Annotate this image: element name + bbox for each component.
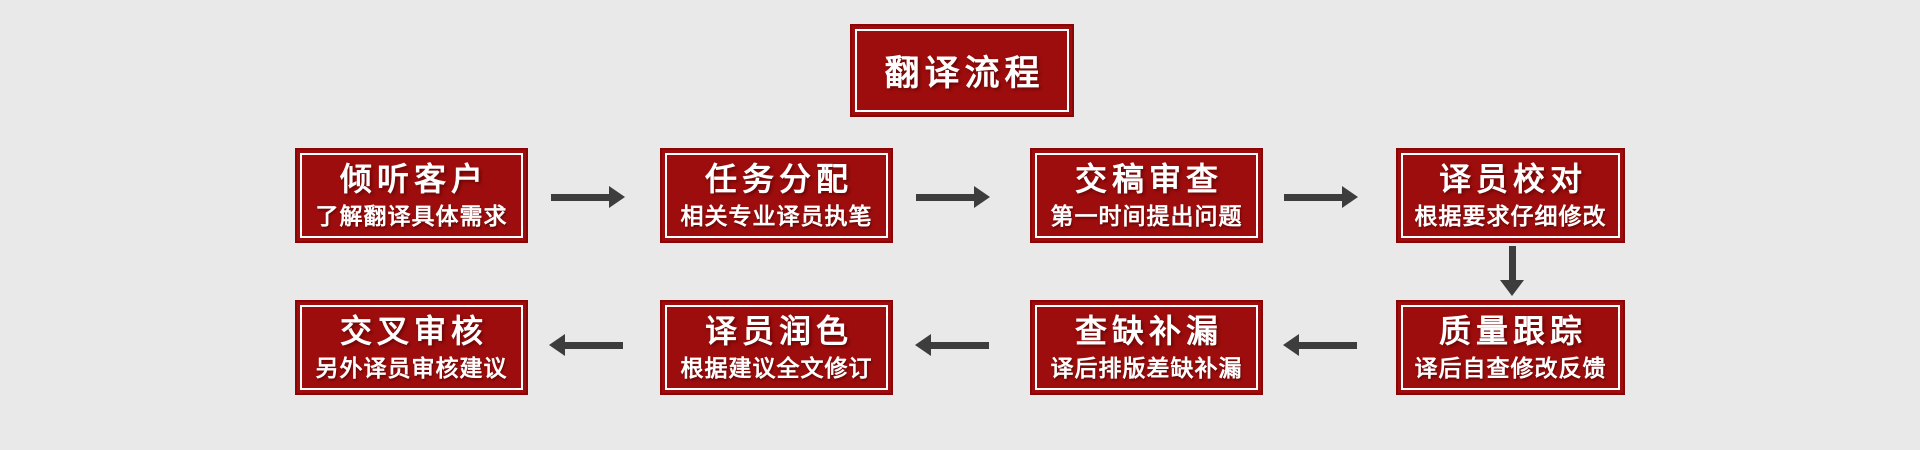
step-subtitle: 根据要求仔细修改 — [1414, 203, 1607, 230]
step-title: 交叉审核 — [339, 312, 488, 349]
step-subtitle: 第一时间提出问题 — [1050, 203, 1243, 230]
arrow-shaft — [1299, 341, 1357, 349]
arrow-left-icon — [915, 333, 989, 357]
arrow-shaft — [931, 341, 989, 349]
step-translator-polishing: 译员润色 根据建议全文修订 — [660, 300, 893, 395]
step-title: 查缺补漏 — [1074, 312, 1223, 349]
step-title: 倾听客户 — [339, 160, 488, 197]
arrow-shaft — [1508, 246, 1516, 280]
arrow-shaft — [565, 341, 623, 349]
arrow-left-icon — [549, 333, 623, 357]
arrow-left-icon — [1283, 333, 1357, 357]
arrow-head — [1500, 280, 1524, 296]
arrow-head — [609, 186, 625, 208]
step-draft-review: 交稿审查 第一时间提出问题 — [1030, 148, 1263, 243]
step-title: 译员校对 — [1438, 160, 1587, 197]
step-subtitle: 根据建议全文修订 — [680, 355, 873, 382]
step-subtitle: 相关专业译员执笔 — [680, 203, 873, 230]
arrow-shaft — [916, 193, 974, 201]
step-translator-proofreading: 译员校对 根据要求仔细修改 — [1396, 148, 1625, 243]
arrow-down-icon — [1498, 246, 1526, 296]
arrow-head — [1342, 186, 1358, 208]
step-listen-to-client: 倾听客户 了解翻译具体需求 — [295, 148, 528, 243]
step-title: 译员润色 — [704, 312, 853, 349]
arrow-right-icon — [551, 185, 625, 209]
arrow-right-icon — [916, 185, 990, 209]
step-gap-check: 查缺补漏 译后排版差缺补漏 — [1030, 300, 1263, 395]
arrow-head — [549, 334, 565, 356]
step-subtitle: 译后排版差缺补漏 — [1050, 355, 1243, 382]
step-title: 任务分配 — [704, 160, 853, 197]
step-subtitle: 了解翻译具体需求 — [315, 203, 508, 230]
step-quality-tracking: 质量跟踪 译后自查修改反馈 — [1396, 300, 1625, 395]
step-title: 交稿审查 — [1074, 160, 1223, 197]
step-title: 质量跟踪 — [1438, 312, 1587, 349]
step-subtitle: 译后自查修改反馈 — [1414, 355, 1607, 382]
arrow-head — [974, 186, 990, 208]
arrow-head — [1283, 334, 1299, 356]
arrow-head — [915, 334, 931, 356]
flowchart-title-box: 翻译流程 — [850, 24, 1074, 117]
step-task-assignment: 任务分配 相关专业译员执笔 — [660, 148, 893, 243]
arrow-shaft — [1284, 193, 1342, 201]
title-box-inner: 翻译流程 — [855, 29, 1069, 112]
page-title: 翻译流程 — [884, 54, 1045, 93]
step-cross-review: 交叉审核 另外译员审核建议 — [295, 300, 528, 395]
arrow-shaft — [551, 193, 609, 201]
step-subtitle: 另外译员审核建议 — [315, 355, 508, 382]
arrow-right-icon — [1284, 185, 1358, 209]
